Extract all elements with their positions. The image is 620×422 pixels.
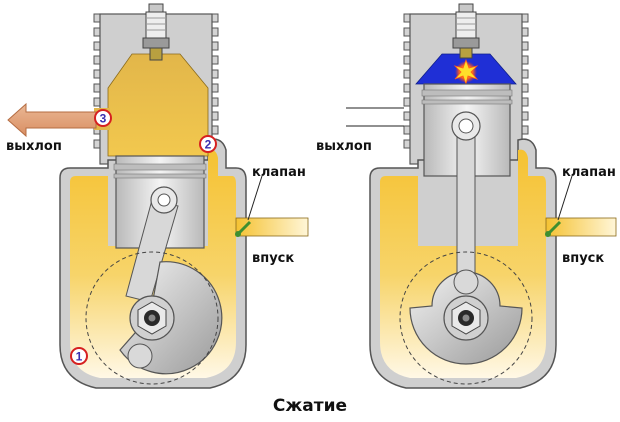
left-valve-icon [234, 220, 252, 238]
left-spark-plug-icon [142, 3, 170, 61]
left-valve-label: клапан [252, 165, 306, 180]
right-engine: выхлоп клапан впуск [316, 3, 617, 389]
marker-3: 3 [94, 109, 112, 127]
left-crankshaft [119, 261, 223, 375]
marker-1: 1 [70, 347, 88, 365]
right-valve-label: клапан [562, 165, 616, 180]
svg-text:1: 1 [76, 350, 83, 364]
left-crank-orbit [85, 251, 219, 385]
right-connecting-rod [451, 111, 481, 295]
marker-2: 2 [199, 135, 217, 153]
svg-text:2: 2 [205, 138, 212, 152]
left-intake-label: впуск [252, 251, 294, 266]
right-exhaust-lines [346, 107, 404, 127]
right-crankshaft [409, 269, 523, 365]
right-crank-orbit [399, 251, 533, 385]
right-spark-plug-icon [452, 3, 480, 59]
diagram-caption: Сжатие [273, 396, 347, 416]
right-valve-icon [544, 220, 562, 238]
left-combustion-chamber [107, 53, 209, 157]
left-intake-pipe [235, 217, 309, 237]
left-engine: 3 2 1 выхлоп клапан впуск [6, 3, 309, 389]
right-valve-pointer [557, 175, 573, 221]
right-intake-pipe [545, 217, 617, 237]
right-exhaust-label: выхлоп [316, 139, 372, 154]
right-intake-label: впуск [562, 251, 604, 266]
svg-text:3: 3 [100, 112, 107, 126]
left-exhaust-label: выхлоп [6, 139, 62, 154]
left-exhaust-arrow [7, 102, 97, 138]
left-valve-pointer [247, 175, 263, 221]
